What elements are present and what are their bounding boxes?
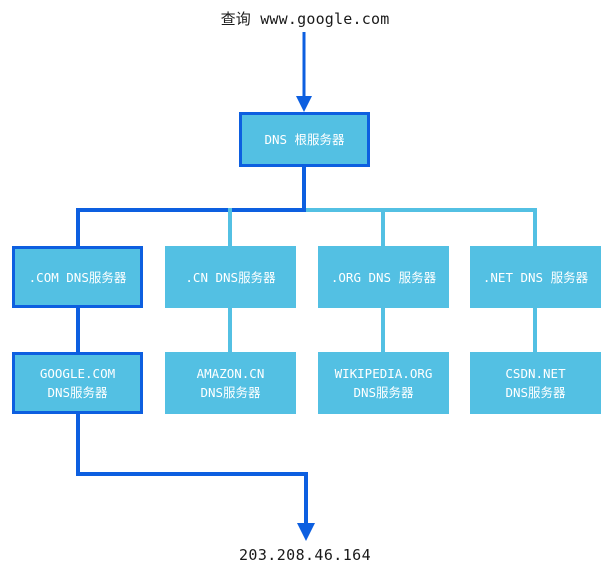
query-arrowhead-icon	[296, 96, 312, 112]
resolved-ip-label: 203.208.46.164	[238, 546, 372, 564]
node-auth-wikipedia[interactable]: WIKIPEDIA.ORG DNS服务器	[318, 352, 449, 414]
node-auth-wikipedia-line1: WIKIPEDIA.ORG	[334, 366, 433, 381]
node-auth-amazon[interactable]: AMAZON.CN DNS服务器	[165, 352, 296, 414]
node-tld-com[interactable]: .COM DNS服务器	[12, 246, 143, 308]
node-tld-net-label: .NET DNS 服务器	[482, 269, 589, 285]
node-dns-root-label: DNS 根服务器	[264, 132, 345, 147]
node-tld-com-label: .COM DNS服务器	[28, 269, 127, 285]
node-tld-cn[interactable]: .CN DNS服务器	[165, 246, 296, 308]
node-auth-amazon-line1: AMAZON.CN	[196, 366, 265, 381]
result-arrowhead-icon	[297, 523, 315, 541]
node-auth-csdn-line2: DNS服务器	[505, 385, 566, 400]
node-tld-org[interactable]: .ORG DNS 服务器	[318, 246, 449, 308]
node-auth-google[interactable]: GOOGLE.COM DNS服务器	[12, 352, 143, 414]
node-tld-org-label: .ORG DNS 服务器	[330, 269, 437, 285]
node-auth-wikipedia-line2: DNS服务器	[353, 385, 414, 400]
node-dns-root[interactable]: DNS 根服务器	[239, 112, 370, 167]
node-auth-csdn-line1: CSDN.NET	[505, 366, 566, 381]
result-path-line	[76, 414, 308, 528]
node-tld-net[interactable]: .NET DNS 服务器	[470, 246, 601, 308]
query-label: 查询 www.google.com	[220, 10, 390, 28]
node-tld-cn-label: .CN DNS服务器	[185, 269, 276, 285]
node-auth-google-line2: DNS服务器	[47, 385, 108, 400]
node-auth-amazon-line2: DNS服务器	[200, 385, 261, 400]
node-auth-google-line1: GOOGLE.COM	[39, 366, 116, 381]
node-auth-csdn[interactable]: CSDN.NET DNS服务器	[470, 352, 601, 414]
